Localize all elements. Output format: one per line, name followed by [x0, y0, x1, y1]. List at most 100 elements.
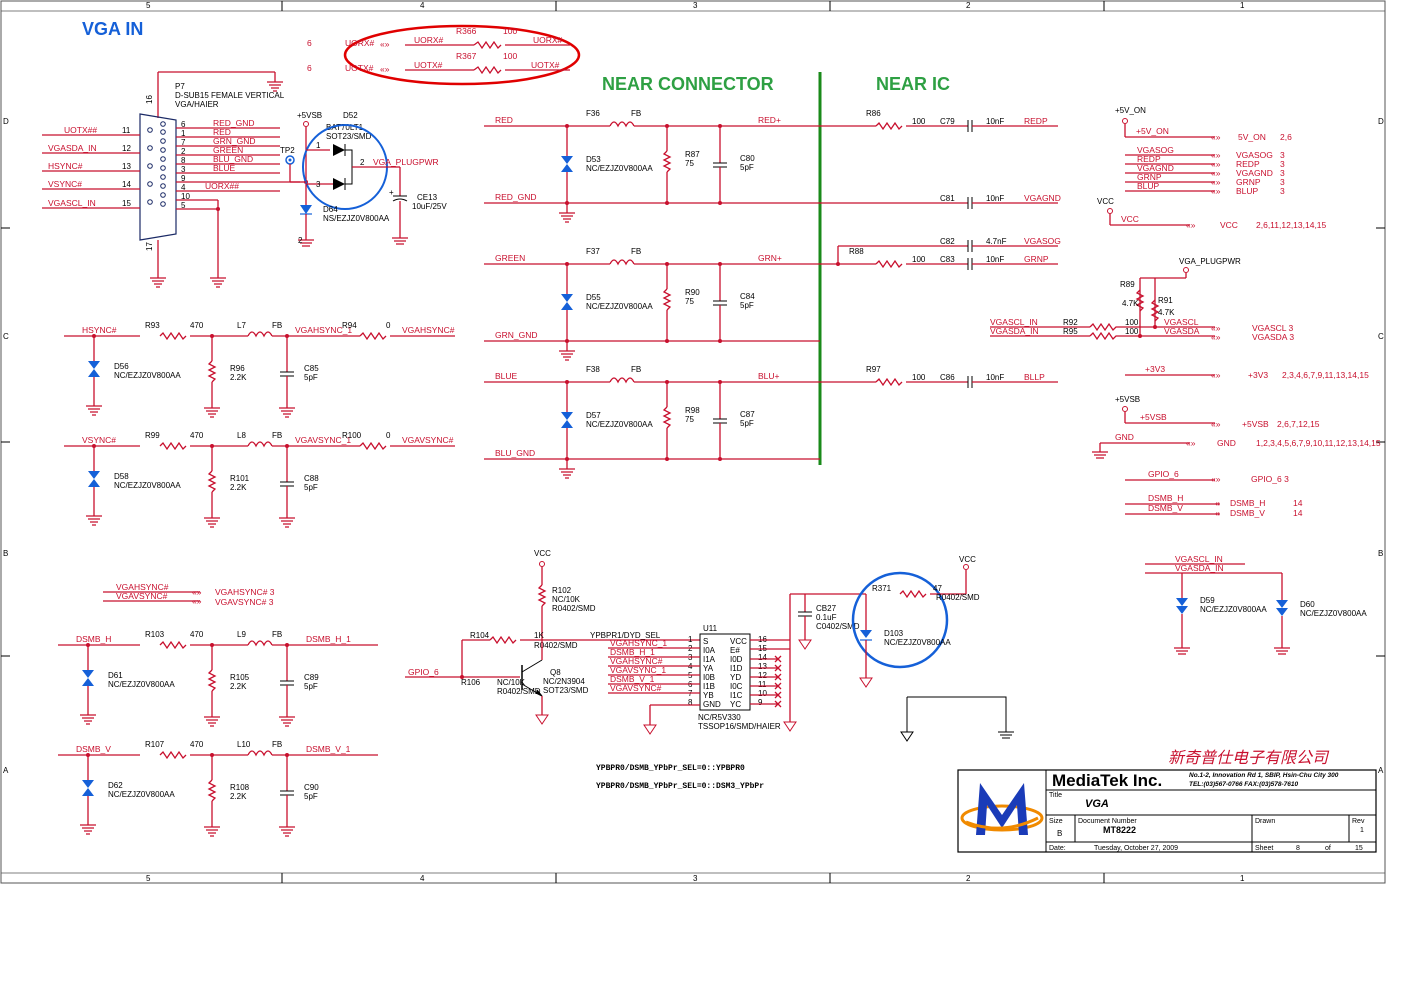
company-addr1: No.1-2, Innovation Rd 1, SBIP, Hsin-Chu …	[1189, 772, 1339, 779]
near-ic-cap-val: 10nF	[986, 117, 1004, 126]
svg-text:UOTX#: UOTX#	[345, 63, 374, 73]
company-name: MediaTek Inc.	[1052, 771, 1162, 790]
frame-row-d-r: D	[1378, 117, 1384, 126]
svg-text:16: 16	[145, 95, 154, 104]
filter-shunt-ref: R96	[230, 364, 245, 373]
title-block: 新奇普仕电子有限公司 MediaTek Inc. No.1-2, Innovat…	[957, 749, 1377, 853]
channel-diode-val: NC/EZJZ0V800AA	[586, 164, 653, 173]
u11-left-pin: YB	[703, 691, 714, 700]
svg-text:GPIO_6: GPIO_6	[1148, 469, 1179, 479]
u11-right-pin: I0C	[730, 682, 743, 691]
channel-diode-val: NC/EZJZ0V800AA	[586, 420, 653, 429]
u11-left-pin: YA	[703, 664, 714, 673]
svg-text:DSMB_H_1: DSMB_H_1	[610, 647, 655, 657]
svg-text:3: 3	[1280, 150, 1285, 160]
chinese-company: 新奇普仕电子有限公司	[1168, 749, 1330, 767]
filter-mid-net: VGAVSYNC_1	[295, 435, 351, 445]
svg-text:VGAHSYNC_1: VGAHSYNC_1	[610, 638, 667, 648]
frame-row-c-r: C	[1378, 332, 1384, 341]
u11-right-pin: I0D	[730, 655, 743, 664]
svg-text:CB27: CB27	[816, 604, 837, 613]
svg-text:12: 12	[122, 144, 131, 153]
near-ic-net: GRNP	[1024, 254, 1049, 264]
filter-diode-val: NC/EZJZ0V800AA	[114, 371, 181, 380]
sync-port-labels: VGAHSYNC# VGAVSYNC# «»«» VGAHSYNC# 3 VGA…	[103, 582, 275, 607]
doc-number: MT8222	[1103, 825, 1136, 835]
frame-colb-1: 1	[1240, 874, 1245, 883]
svg-text:14: 14	[122, 180, 131, 189]
svg-text:3: 3	[1280, 186, 1285, 196]
filter-r-val: 470	[190, 431, 204, 440]
frame-row-a-r: A	[1378, 766, 1384, 775]
svg-text:R0402/SMD: R0402/SMD	[936, 593, 980, 602]
video-switch-block: VCC R102 NC/10K R0402/SMD R104 1K R0402/…	[405, 549, 1014, 742]
filter-cap-val: 5pF	[304, 682, 318, 691]
frame-col-3: 3	[693, 1, 698, 10]
channel-out-net: GRN+	[758, 253, 782, 263]
svg-text:+5VSB: +5VSB	[297, 111, 322, 120]
filter-r-ref: R93	[145, 321, 160, 330]
esd-pair-d59-d60: VGASCL_IN VGASDA_IN D59 NC/EZJZ0V800AA D…	[1145, 554, 1367, 655]
u11-left-pin: I1A	[703, 655, 716, 664]
svg-text:3: 3	[1280, 177, 1285, 187]
near-ic-r-val: 100	[912, 117, 926, 126]
channel-fb-ref: F36	[586, 109, 600, 118]
frame-row-d: D	[3, 117, 9, 126]
channel-cap-val: 5pF	[740, 301, 754, 310]
svg-text:D59: D59	[1200, 596, 1215, 605]
frame-colb-2: 2	[966, 874, 971, 883]
svg-text:VGA_PLUGPWR: VGA_PLUGPWR	[373, 157, 439, 167]
svg-text:«»: «»	[1211, 323, 1221, 333]
svg-text:9: 9	[181, 174, 186, 183]
svg-text:YPBPR1/DYD_SEL: YPBPR1/DYD_SEL	[590, 631, 661, 640]
filter-l-ref: L8	[237, 431, 246, 440]
filter-cap-ref: C90	[304, 783, 319, 792]
channel-diode-ref: D55	[586, 293, 601, 302]
near-ic-cap-ref: C86	[940, 373, 955, 382]
svg-text:VCC: VCC	[1220, 220, 1238, 230]
svg-text:5: 5	[181, 201, 186, 210]
svg-text:11: 11	[122, 126, 131, 135]
svg-text:«»: «»	[380, 64, 390, 74]
svg-text:100: 100	[503, 51, 517, 61]
svg-text:VCC: VCC	[1097, 197, 1114, 206]
channel-r-ref: R90	[685, 288, 700, 297]
filter-shunt-val: 2.2K	[230, 682, 247, 691]
svg-text:BLU_GND: BLU_GND	[213, 154, 253, 164]
svg-text:14: 14	[1293, 498, 1303, 508]
filter-l-ref: L7	[237, 321, 246, 330]
filter-diode-val: NC/EZJZ0V800AA	[108, 790, 175, 799]
svg-text:«»: «»	[380, 39, 390, 49]
svg-text:15: 15	[122, 199, 131, 208]
svg-text:DSMB_V: DSMB_V	[1148, 503, 1183, 513]
svg-text:«»: «»	[1211, 132, 1221, 142]
svg-text:D64: D64	[323, 205, 338, 214]
svg-text:CE13: CE13	[417, 193, 438, 202]
u11-left-pin: I0B	[703, 673, 715, 682]
svg-text:D60: D60	[1300, 600, 1315, 609]
plug-power-block: +5VSB D52 BAT70LT1 SOT23/SMD 1 2 3 VGA_P…	[280, 111, 447, 247]
svg-text:R371: R371	[872, 584, 892, 593]
svg-text:BLUE: BLUE	[213, 163, 236, 173]
filter-shunt-ref: R108	[230, 783, 250, 792]
channel-gnd-net: GRN_GND	[495, 330, 538, 340]
svg-text:4: 4	[181, 183, 186, 192]
near-ic-cap-ref: C83	[940, 255, 955, 264]
svg-text:6: 6	[307, 63, 312, 73]
svg-text:+: +	[389, 188, 394, 197]
svg-text:VGAHSYNC#: VGAHSYNC#	[116, 582, 169, 592]
svg-text:GRN_GND: GRN_GND	[213, 136, 256, 146]
svg-text:«»: «»	[1211, 474, 1221, 484]
svg-text:GPIO_6 3: GPIO_6 3	[1251, 474, 1289, 484]
channel-r-val: 75	[685, 159, 694, 168]
filter-cap-val: 5pF	[304, 792, 318, 801]
svg-text:2,6: 2,6	[1280, 132, 1292, 142]
svg-text:«»: «»	[192, 596, 202, 606]
u11-right-num: 14	[758, 653, 767, 662]
svg-text:Date:: Date:	[1049, 845, 1066, 852]
svg-text:«»: «»	[1211, 370, 1221, 380]
filter-r2-ref: R100	[342, 431, 362, 440]
svg-text:UORX##: UORX##	[205, 181, 239, 191]
